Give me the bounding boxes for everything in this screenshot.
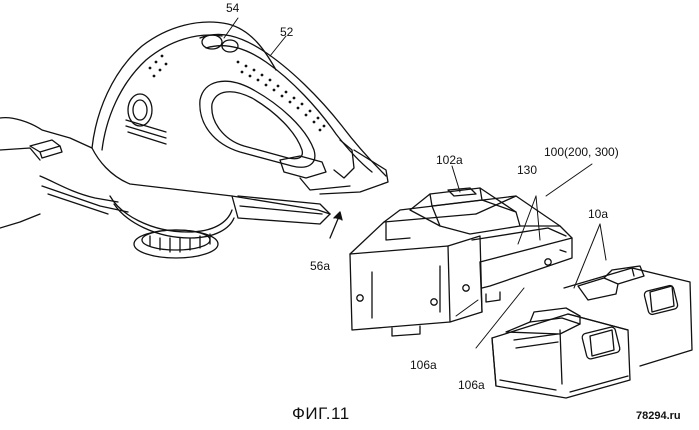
label-102a: 102a bbox=[436, 153, 463, 167]
label-10a: 10a bbox=[588, 207, 609, 221]
leader-lines bbox=[223, 17, 607, 349]
battery-packs-drawing bbox=[491, 265, 693, 399]
label-106a-lower: 106a bbox=[458, 378, 485, 392]
label-52: 52 bbox=[280, 25, 294, 39]
figure-caption: ФИГ.11 bbox=[292, 404, 350, 423]
label-56a: 56a bbox=[310, 259, 331, 273]
cleaner-body-drawing bbox=[0, 21, 389, 259]
label-130: 130 bbox=[517, 163, 538, 177]
watermark: 78294.ru bbox=[636, 410, 681, 422]
label-100: 100(200, 300) bbox=[544, 145, 619, 159]
battery-adapter-drawing bbox=[349, 187, 573, 337]
label-54: 54 bbox=[226, 1, 240, 15]
label-106a-upper: 106a bbox=[410, 358, 437, 372]
